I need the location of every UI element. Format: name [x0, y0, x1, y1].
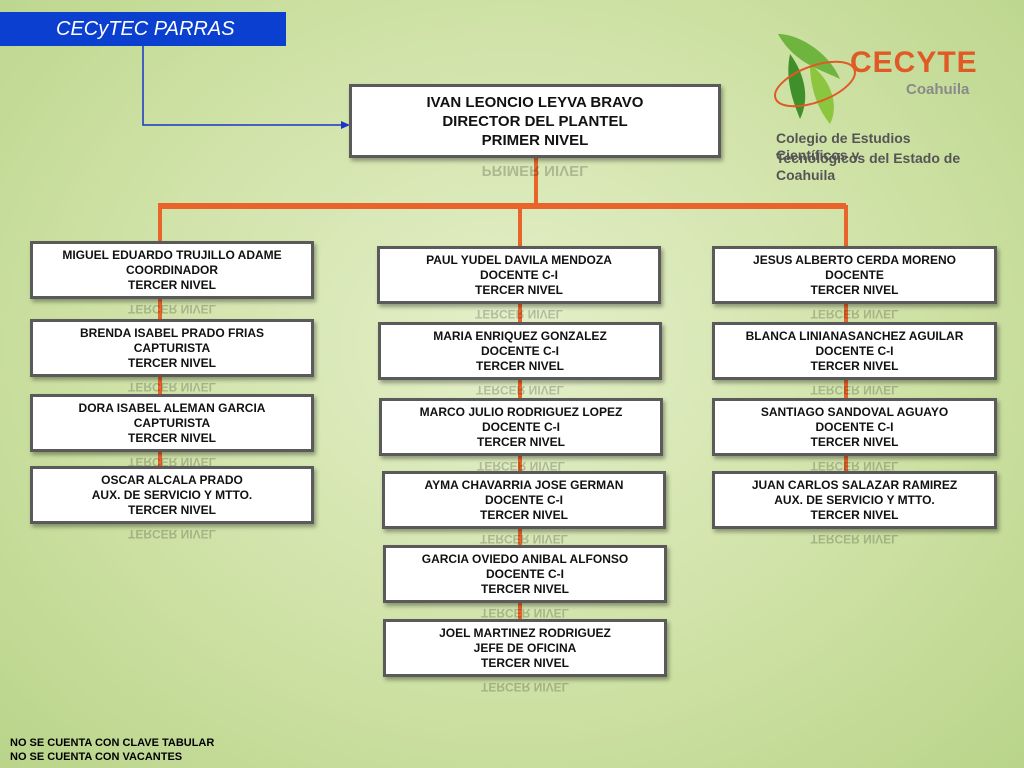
person-level: TERCER NIVEL [810, 282, 899, 297]
box-reflection: TERCER NIVEL [479, 532, 568, 546]
title-arrow [142, 46, 342, 126]
org-box: DORA ISABEL ALEMAN GARCIA CAPTURISTA TER… [30, 394, 314, 452]
person-role: DOCENTE [825, 267, 884, 282]
director-level: PRIMER NIVEL [481, 131, 589, 149]
director-box: IVAN LEONCIO LEYVA BRAVO DIRECTOR DEL PL… [349, 84, 721, 158]
org-box: JOEL MARTINEZ RODRIGUEZ JEFE DE OFICINA … [383, 619, 667, 677]
director-name: IVAN LEONCIO LEYVA BRAVO [426, 93, 644, 111]
person-role: JEFE DE OFICINA [473, 640, 577, 655]
person-name: MIGUEL EDUARDO TRUJILLO ADAME [62, 247, 282, 262]
person-level: TERCER NIVEL [810, 434, 899, 449]
person-name: BLANCA LINIANASANCHEZ AGUILAR [745, 328, 964, 343]
logo-line-1: Colegio de Estudios Científicos y [776, 130, 911, 163]
person-level: TERCER NIVEL [127, 502, 216, 517]
person-name: PAUL YUDEL DAVILA MENDOZA [426, 252, 612, 267]
org-box: OSCAR ALCALA PRADO AUX. DE SERVICIO Y MT… [30, 466, 314, 524]
org-box: BRENDA ISABEL PRADO FRIAS CAPTURISTA TER… [30, 319, 314, 377]
person-level: TERCER NIVEL [127, 277, 216, 292]
director-title: DIRECTOR DEL PLANTEL [442, 112, 628, 130]
box-reflection: TERCER NIVEL [480, 606, 569, 620]
box-reflection: TERCER NIVEL [127, 527, 216, 541]
person-level: TERCER NIVEL [810, 358, 899, 373]
org-box: JUAN CARLOS SALAZAR RAMIREZ AUX. DE SERV… [712, 471, 997, 529]
person-name: MARCO JULIO RODRIGUEZ LOPEZ [419, 404, 623, 419]
person-role: DOCENTE C-I [485, 492, 563, 507]
org-box: SANTIAGO SANDOVAL AGUAYO DOCENTE C-I TER… [712, 398, 997, 456]
box-reflection: TERCER NIVEL [810, 307, 899, 321]
person-name: JESUS ALBERTO CERDA MORENO [753, 252, 956, 267]
person-role: DOCENTE C-I [815, 343, 894, 358]
person-level: TERCER NIVEL [127, 355, 216, 370]
person-level: TERCER NIVEL [127, 430, 216, 445]
footer-note-2: NO SE CUENTA CON VACANTES [10, 751, 183, 763]
box-reflection: TERCER NIVEL [475, 383, 564, 397]
person-name: GARCIA OVIEDO ANIBAL ALFONSO [421, 551, 629, 566]
footer-note-1: NO SE CUENTA CON CLAVE TABULAR [10, 737, 215, 749]
person-name: AYMA CHAVARRIA JOSE GERMAN [424, 477, 624, 492]
box-reflection: TERCER NIVEL [127, 302, 216, 316]
person-level: TERCER NIVEL [479, 507, 568, 522]
person-role: CAPTURISTA [133, 340, 211, 355]
org-box: JESUS ALBERTO CERDA MORENO DOCENTE TERCE… [712, 246, 997, 304]
org-box: MIGUEL EDUARDO TRUJILLO ADAME COORDINADO… [30, 241, 314, 299]
arrow-head [341, 121, 350, 129]
person-level: TERCER NIVEL [476, 434, 565, 449]
person-role: DOCENTE C-I [481, 343, 559, 358]
person-name: MARIA ENRIQUEZ GONZALEZ [433, 328, 607, 343]
logo-brand: CECYTE [850, 46, 978, 79]
person-level: TERCER NIVEL [480, 655, 569, 670]
person-name: BRENDA ISABEL PRADO FRIAS [79, 325, 264, 340]
person-role: AUX. DE SERVICIO Y MTTO. [91, 487, 253, 502]
org-box: MARIA ENRIQUEZ GONZALEZ DOCENTE C-I TERC… [378, 322, 662, 380]
person-role: CAPTURISTA [133, 415, 211, 430]
person-level: TERCER NIVEL [474, 282, 563, 297]
box-reflection: TERCER NIVEL [810, 532, 899, 546]
person-name: JOEL MARTINEZ RODRIGUEZ [439, 625, 611, 640]
person-role: DOCENTE C-I [486, 566, 564, 581]
org-box: MARCO JULIO RODRIGUEZ LOPEZ DOCENTE C-I … [379, 398, 663, 456]
person-name: OSCAR ALCALA PRADO [101, 472, 243, 487]
person-role: DOCENTE C-I [815, 419, 894, 434]
box-reflection: TERCER NIVEL [480, 680, 569, 694]
person-level: TERCER NIVEL [475, 358, 564, 373]
person-role: COORDINADOR [126, 262, 218, 277]
org-title: CECyTEC PARRAS [0, 12, 286, 46]
cecyte-logo-icon [774, 34, 856, 124]
person-name: SANTIAGO SANDOVAL AGUAYO [760, 404, 949, 419]
person-name: JUAN CARLOS SALAZAR RAMIREZ [751, 477, 958, 492]
logo-region: Coahuila [906, 81, 970, 98]
person-level: TERCER NIVEL [810, 507, 899, 522]
box-reflection: TERCER NIVEL [127, 380, 216, 394]
org-box: BLANCA LINIANASANCHEZ AGUILAR DOCENTE C-… [712, 322, 997, 380]
box-reflection: TERCER NIVEL [474, 307, 563, 321]
org-box: PAUL YUDEL DAVILA MENDOZA DOCENTE C-I TE… [377, 246, 661, 304]
box-reflection: TERCER NIVEL [810, 383, 899, 397]
person-role: AUX. DE SERVICIO Y MTTO. [774, 492, 935, 507]
org-box: AYMA CHAVARRIA JOSE GERMAN DOCENTE C-I T… [382, 471, 666, 529]
person-role: DOCENTE C-I [480, 267, 558, 282]
person-role: DOCENTE C-I [482, 419, 560, 434]
logo-line-2: Tecnológicos del Estado de Coahuila [776, 150, 961, 183]
org-box: GARCIA OVIEDO ANIBAL ALFONSO DOCENTE C-I… [383, 545, 667, 603]
director-reflection: PRIMER NIVEL [481, 162, 589, 178]
person-level: TERCER NIVEL [480, 581, 569, 596]
person-name: DORA ISABEL ALEMAN GARCIA [78, 400, 266, 415]
